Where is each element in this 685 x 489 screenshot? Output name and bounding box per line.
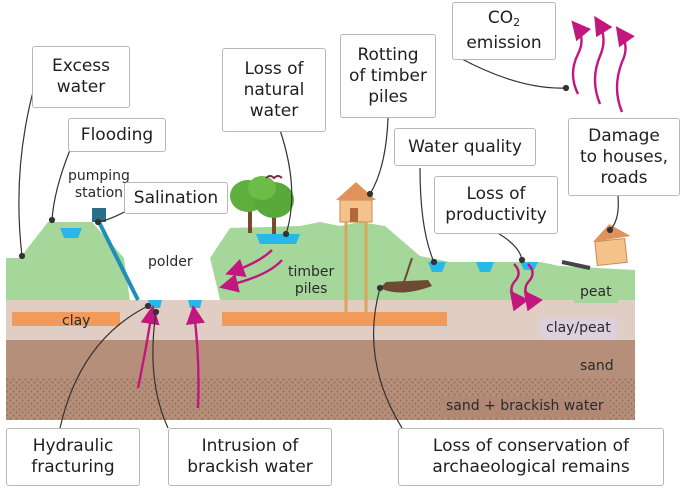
loss-productivity-line-2: productivity	[445, 205, 547, 225]
pumping-station-line-1: pumping	[68, 168, 130, 184]
archaeology-line-2: archaeological remains	[432, 457, 630, 477]
pumping-station-label: pumping station	[68, 168, 130, 202]
callout-flooding: Flooding	[68, 118, 166, 152]
callout-co2-emission: CO2 emission	[452, 2, 556, 60]
tilted-road-icon	[561, 260, 591, 270]
rotting-piles-line-1: Rotting	[357, 44, 419, 65]
callout-hydraulic-fracturing: Hydraulic fracturing	[6, 428, 140, 486]
excess-water-line-1: Excess	[51, 56, 111, 76]
excess-water-line-2: water	[56, 77, 106, 97]
ditch-peat-2	[476, 262, 494, 272]
sand-brackish-label: sand + brackish water	[440, 396, 610, 417]
loss-natural-water-line-1: Loss of	[244, 58, 304, 79]
callout-loss-archaeology: Loss of conservation of archaeological r…	[398, 428, 664, 486]
intrusion-line-1: Intrusion of	[201, 436, 299, 456]
clay-label: clay	[62, 313, 91, 329]
loss-natural-water-line-2: natural	[243, 79, 305, 100]
co2-line: CO2	[488, 8, 520, 33]
pumping-station-line-2: station	[74, 185, 124, 201]
hydraulic-line-2: fracturing	[31, 457, 115, 477]
damage-houses-line-1: Damage	[588, 125, 660, 146]
peat-surface	[6, 222, 130, 300]
timber-piles-label: timber piles	[288, 264, 335, 298]
timber-piles-line-2: piles	[294, 281, 328, 297]
callout-salination: Salination	[124, 182, 228, 214]
flow-arrows	[136, 15, 635, 409]
peat-label: peat	[574, 282, 618, 303]
loss-natural-water-line-3: water	[249, 100, 299, 121]
shipwreck-icon	[380, 257, 432, 293]
damage-houses-line-2: to houses,	[580, 146, 668, 167]
water-quality-text: Water quality	[408, 136, 522, 157]
flooding-text: Flooding	[80, 124, 154, 145]
pumping-pipe	[96, 219, 140, 301]
polder-low-area	[124, 248, 220, 300]
ditch-dike	[60, 228, 82, 238]
callout-rotting-piles: Rotting of timber piles	[340, 34, 436, 118]
tree-icon	[230, 176, 294, 234]
co2-prefix: CO	[487, 8, 514, 28]
damage-houses-line-3: roads	[600, 167, 648, 188]
intrusion-line-2: brackish water	[187, 457, 313, 477]
damaged-house-icon	[592, 224, 631, 267]
sand-label: sand	[580, 358, 614, 374]
clay-lens-right	[222, 312, 447, 326]
ditch-polder-2	[188, 300, 202, 308]
callout-lines	[18, 57, 619, 429]
callout-damage-houses: Damage to houses, roads	[568, 118, 680, 196]
timber-piles-line-1: timber	[288, 264, 335, 280]
co2-subscript: 2	[513, 16, 521, 29]
callout-water-quality: Water quality	[394, 128, 536, 166]
hydraulic-line-1: Hydraulic	[32, 436, 114, 456]
callout-excess-water: Excess water	[32, 46, 130, 108]
clay-peat-label: clay/peat	[540, 318, 617, 339]
polder-surface	[130, 222, 635, 300]
co2-suffix: emission	[466, 33, 542, 53]
callout-loss-productivity: Loss of productivity	[434, 176, 558, 234]
rotting-piles-line-2: of timber	[349, 65, 427, 86]
pumping-station-icon	[92, 208, 106, 222]
callout-intrusion-brackish: Intrusion of brackish water	[168, 428, 332, 486]
salination-text: Salination	[133, 187, 219, 208]
house-on-piles-icon	[336, 182, 376, 316]
ditch-forest	[256, 234, 300, 244]
bird-icon	[265, 175, 283, 180]
clay-lens-left	[12, 312, 120, 326]
archaeology-line-1: Loss of conservation of	[432, 436, 630, 456]
rotting-piles-line-3: piles	[368, 86, 408, 107]
polder-label: polder	[148, 254, 193, 270]
loss-productivity-line-1: Loss of	[466, 184, 526, 204]
callout-loss-natural-water: Loss of natural water	[222, 48, 326, 132]
